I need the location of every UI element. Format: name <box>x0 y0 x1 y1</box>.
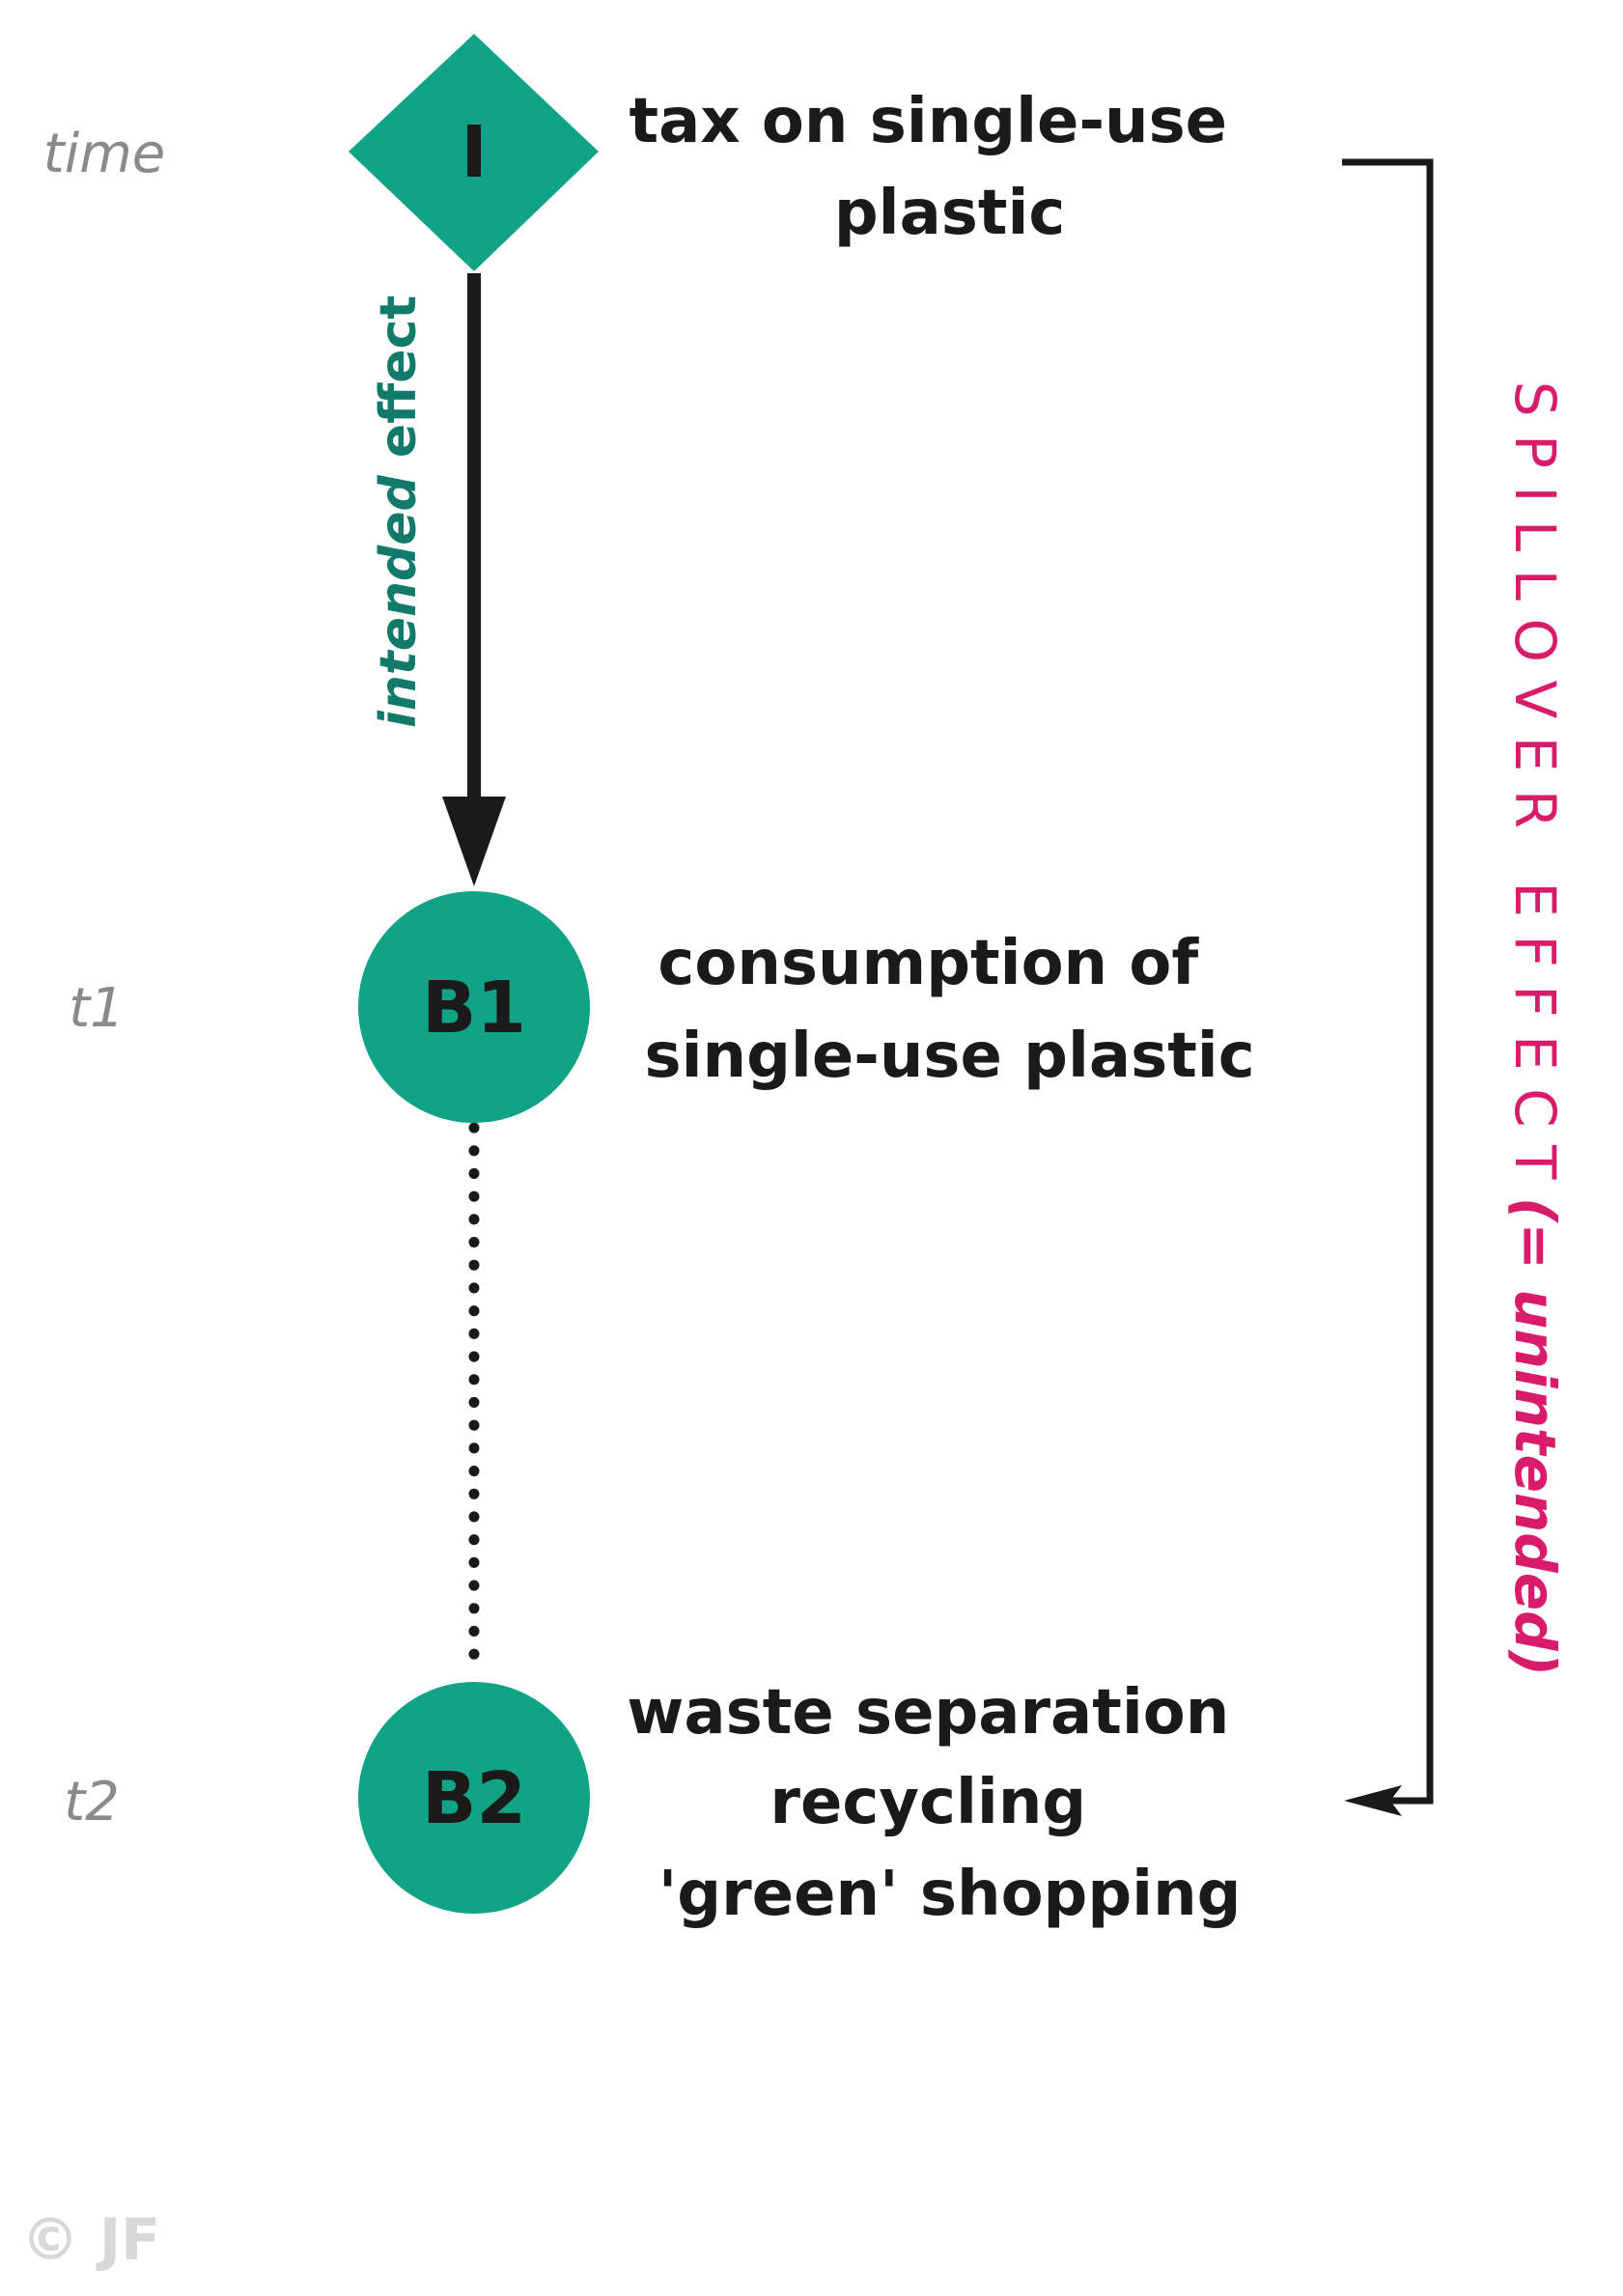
intended-effect-arrowhead <box>442 797 506 886</box>
time-label-t1: t1 <box>69 977 125 1040</box>
spillover-effect-arrow <box>1342 158 1434 1816</box>
b2-description: waste separation recycling 'green' shopp… <box>627 1677 1242 1930</box>
b2-node: B2 <box>358 1682 590 1914</box>
b1-node-label: B1 <box>422 966 526 1050</box>
intervention-description: tax on single-use plastic <box>0 0 1334 249</box>
intervention-diamond-shape <box>349 34 599 271</box>
b2-node-circle <box>358 1682 590 1914</box>
spillover-effect-label: S P I L L O V E R E F F E C T (= uninten… <box>1502 293 1568 1730</box>
b1-node-circle <box>358 891 590 1123</box>
spillover-bracket-line <box>1342 158 1434 1805</box>
intervention-node-label: I <box>461 111 488 194</box>
copyright-mark: © JF <box>21 2206 160 2274</box>
b1-description-line-2: single-use plastic <box>645 1021 1255 1092</box>
intervention-description-line-2: plastic <box>834 178 1066 249</box>
spillover-arrowhead <box>1344 1785 1402 1816</box>
intended-effect-arrow <box>442 273 506 886</box>
b1-node: B1 <box>358 891 590 1123</box>
time-axis-label: time <box>43 123 166 185</box>
b1-description: consumption of single-use plastic <box>0 0 1320 1092</box>
time-label-t2: t2 <box>64 1771 120 1834</box>
b2-node-label: B2 <box>422 1757 526 1840</box>
intervention-node: I <box>349 34 599 271</box>
intervention-description-line-1: tax on single-use <box>630 86 1228 157</box>
b1-description-line-1: consumption of <box>658 928 1199 999</box>
b2-description-line-1: waste separation <box>627 1677 1229 1749</box>
intended-effect-label: intended effect <box>370 243 428 816</box>
b2-description-line-3: 'green' shopping <box>658 1859 1242 1930</box>
b2-description-line-2: recycling <box>770 1767 1086 1838</box>
